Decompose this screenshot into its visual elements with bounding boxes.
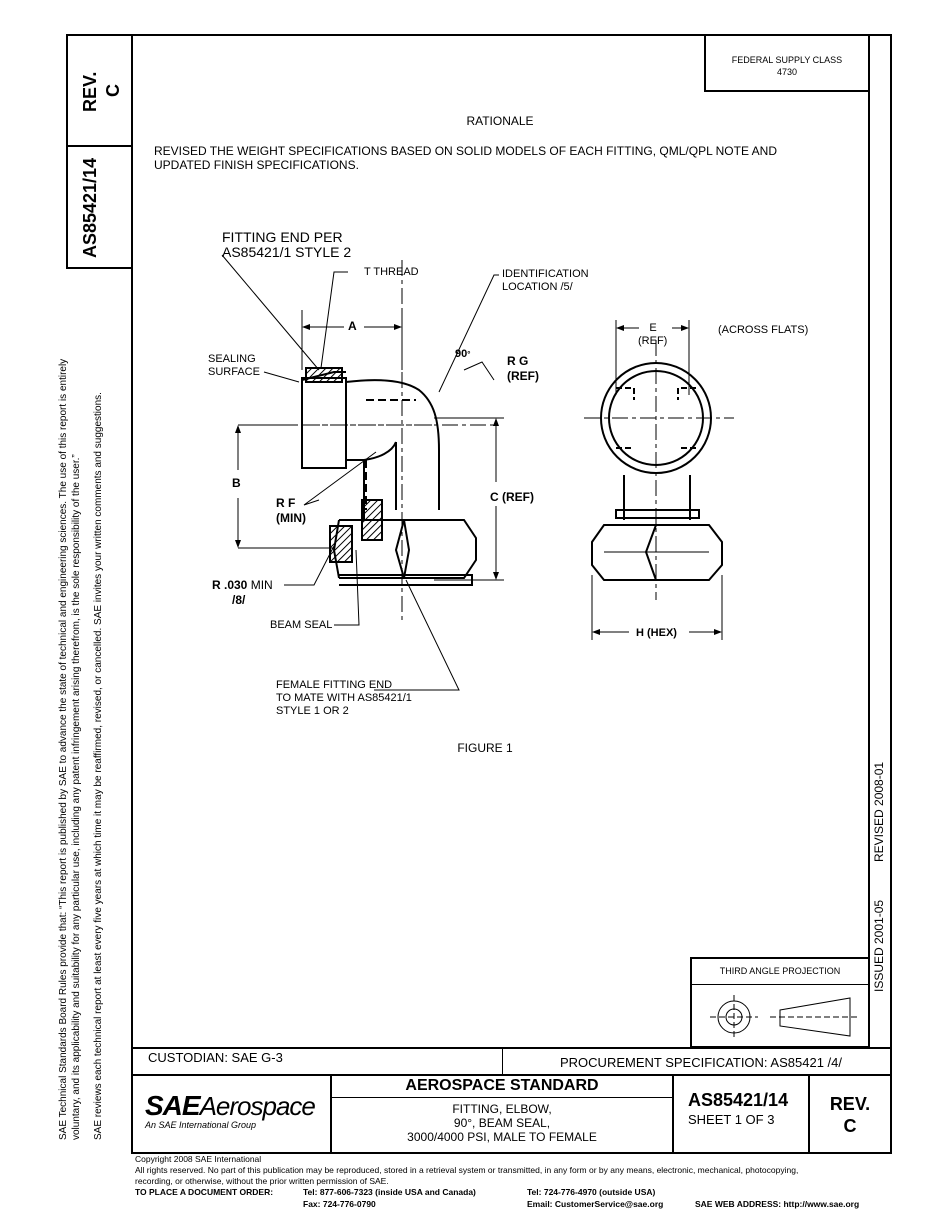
issued-date: ISSUED 2001-05 — [872, 899, 886, 992]
label-beam-seal: BEAM SEAL — [270, 619, 333, 631]
footer-copyright: Copyright 2008 SAE International — [135, 1154, 262, 1164]
desc-line-2: 90°, BEAM SEAL, — [453, 1116, 551, 1130]
supply-class-value: 4730 — [776, 67, 798, 77]
standard-type: AEROSPACE STANDARD — [405, 1077, 599, 1094]
label-r030: R .030 MIN — [212, 578, 273, 592]
sidebar-line-3: SAE reviews each technical report at lea… — [93, 392, 104, 1140]
label-r030-note: /8/ — [232, 593, 246, 607]
footer-fax: Fax: 724-776-0790 — [303, 1199, 376, 1209]
sae-logo-mark: SAE — [145, 1090, 201, 1121]
label-dim-e-ref: (REF) — [638, 335, 668, 347]
label-ident-1: IDENTIFICATION — [502, 268, 589, 280]
label-dim-h: H (HEX) — [636, 627, 677, 639]
footer-email[interactable]: Email: CustomerService@sae.org — [527, 1199, 664, 1209]
label-female-3: STYLE 1 OR 2 — [276, 705, 349, 717]
label-rf-2: (MIN) — [276, 511, 306, 525]
supply-class-box — [704, 34, 870, 92]
label-t-thread: T THREAD — [364, 266, 419, 278]
label-dim-c: C (REF) — [490, 490, 534, 504]
title-block-top — [131, 1074, 892, 1076]
title-sheet: SHEET 1 OF 3 — [688, 1112, 775, 1127]
label-rg-2: (REF) — [507, 369, 539, 383]
title-divider-1 — [672, 1074, 674, 1154]
label-ident-2: LOCATION /5/ — [502, 281, 573, 293]
label-female-2: TO MATE WITH AS85421/1 — [276, 692, 412, 704]
footer-order-label: TO PLACE A DOCUMENT ORDER: — [135, 1187, 274, 1197]
label-female-1: FEMALE FITTING END — [276, 679, 393, 691]
revised-date: REVISED 2008-01 — [872, 761, 886, 862]
left-doc-number: AS85421/14 — [80, 157, 100, 258]
label-r030-min: MIN — [250, 578, 273, 592]
elbow-fitting-drawing — [221, 254, 734, 691]
footer-rights-2: recording, or otherwise, without the pri… — [135, 1176, 389, 1186]
rationale-line-1: REVISED THE WEIGHT SPECIFICATIONS BASED … — [154, 144, 777, 158]
title-doc-number: AS85421/14 — [688, 1090, 789, 1110]
frame-right-line — [890, 34, 892, 1154]
third-angle-symbol — [710, 995, 858, 1040]
sae-logo: SAEAerospace — [145, 1090, 316, 1122]
label-dim-b: B — [232, 476, 241, 490]
footer-tel-outside: Tel: 724-776-4970 (outside USA) — [527, 1187, 656, 1197]
rationale-line-2: UPDATED FINISH SPECIFICATIONS. — [154, 158, 359, 172]
label-r030-value: R .030 — [212, 578, 248, 592]
sidebar-line-2: voluntary, and its applicability and sui… — [71, 454, 82, 1140]
supply-class-label: FEDERAL SUPPLY CLASS — [731, 55, 843, 65]
sae-logo-aero: Aerospace — [199, 1091, 316, 1121]
standard-type-underline — [332, 1097, 672, 1098]
desc-line-1: FITTING, ELBOW, — [452, 1102, 552, 1116]
desc-line-3: 3000/4000 PSI, MALE TO FEMALE — [407, 1130, 597, 1144]
label-sealing-1: SEALING — [208, 353, 256, 365]
footer-tel-usa: Tel: 877-606-7323 (inside USA and Canada… — [303, 1187, 476, 1197]
label-angle-value: 90 — [455, 348, 468, 360]
sidebar-line-1: SAE Technical Standards Board Rules prov… — [58, 358, 69, 1140]
degree-symbol: ° — [467, 350, 471, 359]
footer-web[interactable]: SAE WEB ADDRESS: http://www.sae.org — [695, 1199, 860, 1209]
label-fitting-end-2: AS85421/1 STYLE 2 — [222, 244, 352, 260]
title-block-bottom — [131, 1152, 892, 1154]
title-rev-value: C — [843, 1116, 857, 1136]
label-fitting-end-1: FITTING END PER — [222, 229, 343, 245]
logo-box — [131, 1074, 332, 1154]
frame-top-line — [66, 34, 892, 36]
sae-logo-sub: An SAE International Group — [145, 1120, 257, 1130]
frame-inner-right-line — [868, 34, 870, 1048]
third-angle-divider — [690, 984, 870, 985]
footer-rights-1: All rights reserved. No part of this pub… — [135, 1165, 799, 1175]
left-rev-value: C — [103, 84, 123, 97]
label-dim-e: E — [649, 322, 657, 334]
figure-caption: FIGURE 1 — [457, 741, 513, 755]
custodian-row-top — [131, 1047, 892, 1049]
left-docnum-box — [66, 145, 133, 269]
custodian-text: CUSTODIAN: SAE G-3 — [148, 1050, 283, 1065]
label-rf-1: R F — [276, 496, 296, 510]
label-angle: 90° — [455, 348, 470, 361]
label-rg-1: R G — [507, 354, 529, 368]
frame-left-line — [131, 34, 133, 1154]
procurement-text: PROCUREMENT SPECIFICATION: AS85421 /4/ — [560, 1055, 842, 1070]
label-dim-a: A — [348, 319, 357, 333]
label-across-flats: (ACROSS FLATS) — [718, 324, 809, 336]
custodian-divider — [502, 1047, 503, 1075]
title-divider-2 — [808, 1074, 810, 1154]
title-rev-label: REV. — [829, 1094, 871, 1114]
label-sealing-2: SURFACE — [208, 366, 260, 378]
rationale-heading: RATIONALE — [466, 114, 534, 128]
left-rev-label: REV. — [80, 71, 100, 112]
third-angle-label: THIRD ANGLE PROJECTION — [719, 966, 841, 976]
